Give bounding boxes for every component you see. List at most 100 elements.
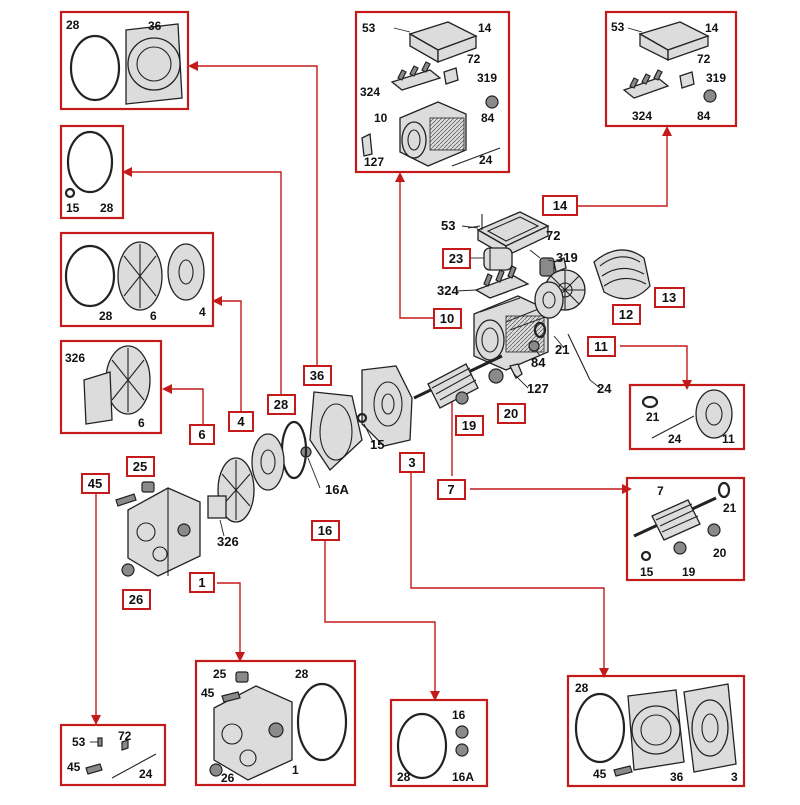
tag-11: 11 bbox=[587, 336, 616, 357]
svg-text:45: 45 bbox=[88, 476, 102, 491]
detail-box-rotor: 7 21 20 15 19 bbox=[625, 476, 746, 582]
box-label-127: 127 bbox=[364, 155, 384, 169]
detail-box-28-36: 28 36 bbox=[59, 10, 190, 111]
detail-box-326-6: 326 6 bbox=[59, 339, 163, 435]
tag-23: 23 bbox=[442, 248, 471, 269]
arrowhead-4 bbox=[212, 296, 222, 306]
svg-text:36: 36 bbox=[310, 368, 324, 383]
arrowhead-45 bbox=[91, 715, 101, 725]
central-assembly bbox=[115, 211, 651, 577]
label-326: 326 bbox=[217, 534, 239, 549]
box-label-72: 72 bbox=[467, 52, 481, 66]
tag-12: 12 bbox=[612, 304, 641, 325]
box-label-45: 45 bbox=[593, 767, 607, 781]
tag-1: 1 bbox=[189, 572, 215, 593]
arrowhead-36 bbox=[188, 61, 198, 71]
svg-text:7: 7 bbox=[447, 482, 454, 497]
box-label-28: 28 bbox=[575, 681, 589, 695]
oring-21-part bbox=[533, 321, 547, 339]
connector-14 bbox=[577, 134, 668, 207]
box-label-16: 16 bbox=[452, 708, 466, 722]
capacitor-part bbox=[483, 247, 513, 271]
box-label-14: 14 bbox=[705, 21, 719, 35]
tag-36: 36 bbox=[303, 365, 332, 386]
svg-text:16: 16 bbox=[318, 523, 332, 538]
connector-lines bbox=[91, 61, 692, 725]
arrowhead-6 bbox=[162, 384, 172, 394]
connector-11 bbox=[620, 345, 688, 382]
box-label-72: 72 bbox=[118, 729, 132, 743]
connector-28-top bbox=[130, 171, 282, 395]
tag-19: 19 bbox=[455, 415, 484, 436]
detail-box-pump-body: 25 45 26 28 1 bbox=[194, 659, 357, 787]
bearing-cover-part bbox=[534, 281, 564, 319]
label-319: 319 bbox=[556, 250, 578, 265]
box-label-21: 21 bbox=[723, 501, 737, 515]
tag-26: 26 bbox=[122, 589, 151, 610]
label-72: 72 bbox=[546, 228, 560, 243]
box-label-319: 319 bbox=[477, 71, 497, 85]
tag-28: 28 bbox=[267, 394, 296, 415]
arrowhead-28-top bbox=[122, 167, 132, 177]
detail-box-28-6-4: 28 6 4 bbox=[59, 231, 215, 328]
box-label-21: 21 bbox=[646, 410, 660, 424]
box-label-25: 25 bbox=[213, 667, 227, 681]
box-label-6: 6 bbox=[138, 416, 145, 430]
svg-text:23: 23 bbox=[449, 251, 463, 266]
svg-text:1: 1 bbox=[198, 575, 205, 590]
label-324: 324 bbox=[437, 283, 459, 298]
svg-text:6: 6 bbox=[198, 427, 205, 442]
svg-text:25: 25 bbox=[133, 459, 147, 474]
detail-box-16-16a: 16 28 16A bbox=[389, 698, 489, 788]
tie-rod-part bbox=[567, 333, 591, 381]
rotor-shaft-part bbox=[413, 354, 503, 409]
box-label-15: 15 bbox=[640, 565, 654, 579]
box-label-28: 28 bbox=[397, 770, 411, 784]
tag-14: 14 bbox=[542, 195, 578, 216]
connector-6 bbox=[170, 388, 204, 425]
connector-36 bbox=[196, 65, 318, 368]
box-label-10: 10 bbox=[374, 111, 388, 125]
detail-box-21-24-11: 21 24 11 bbox=[628, 383, 746, 451]
box-label-16a: 16A bbox=[452, 770, 474, 784]
box-label-45: 45 bbox=[67, 760, 81, 774]
detail-box-15-28: 15 28 bbox=[59, 124, 125, 220]
callout-tags: 14 23 10 13 12 11 20 19 3 7 36 28 4 6 25… bbox=[81, 195, 685, 610]
plug-26-part bbox=[121, 563, 135, 577]
central-labels: 53 72 319 324 84 21 127 24 15 16A 326 bbox=[217, 218, 612, 549]
box-label-24: 24 bbox=[479, 153, 493, 167]
bearing-20-part bbox=[488, 368, 504, 384]
tag-7: 7 bbox=[437, 479, 466, 500]
tag-10: 10 bbox=[433, 308, 462, 329]
svg-text:4: 4 bbox=[237, 414, 245, 429]
label-16a: 16A bbox=[325, 482, 349, 497]
box-label-26: 26 bbox=[221, 771, 235, 785]
box-label-11: 11 bbox=[722, 432, 735, 446]
connector-16 bbox=[324, 540, 436, 693]
motor-housing-part bbox=[473, 295, 549, 371]
tag-45: 45 bbox=[81, 473, 110, 494]
tag-16: 16 bbox=[311, 520, 340, 541]
box-label-36: 36 bbox=[148, 19, 162, 33]
box-label-24: 24 bbox=[139, 767, 153, 781]
fan-cover-part bbox=[593, 249, 651, 300]
plug-25-part bbox=[141, 481, 155, 493]
terminal-block-part bbox=[474, 265, 530, 299]
label-127: 127 bbox=[527, 381, 549, 396]
tag-25: 25 bbox=[126, 456, 155, 477]
label-24: 24 bbox=[597, 381, 612, 396]
tag-13: 13 bbox=[654, 287, 685, 308]
box-label-84: 84 bbox=[697, 109, 711, 123]
label-53: 53 bbox=[441, 218, 455, 233]
box-label-3: 3 bbox=[731, 770, 738, 784]
tag-3: 3 bbox=[399, 452, 425, 473]
box-label-324: 324 bbox=[360, 85, 380, 99]
box-label-28: 28 bbox=[99, 309, 113, 323]
seal-plate-part bbox=[309, 391, 363, 471]
svg-text:10: 10 bbox=[440, 311, 454, 326]
box-label-4: 4 bbox=[199, 305, 206, 319]
box-label-20: 20 bbox=[713, 546, 727, 560]
svg-text:19: 19 bbox=[462, 418, 476, 433]
